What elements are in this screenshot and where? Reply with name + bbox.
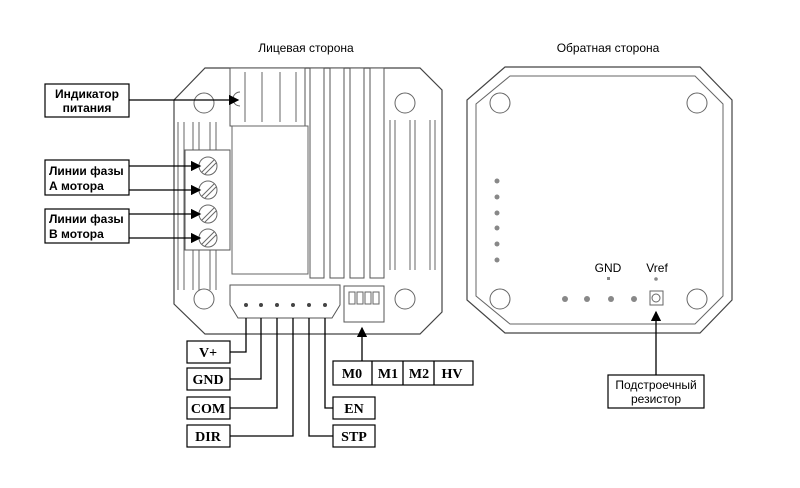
- trimmer-resistor-icon: [649, 290, 664, 306]
- mount-hole: [394, 92, 416, 114]
- mount-hole: [394, 288, 416, 310]
- svg-text:Линии фазы: Линии фазы: [49, 212, 124, 226]
- mount-hole: [193, 92, 215, 114]
- pin-label-stp: STP: [308, 318, 376, 448]
- svg-text:DIR: DIR: [195, 430, 222, 445]
- back-side-title: Обратная сторона: [557, 41, 660, 55]
- mount-hole: [489, 288, 511, 310]
- gnd-label: GND: [595, 261, 622, 275]
- svg-text:В мотора: В мотора: [49, 227, 104, 241]
- svg-text:EN: EN: [344, 402, 363, 417]
- svg-text:M0: M0: [342, 367, 362, 382]
- pin-label-vplus: V+: [186, 318, 247, 364]
- front-side-title: Лицевая сторона: [258, 41, 354, 55]
- pin-label-dir: DIR: [186, 318, 294, 448]
- svg-text:Индикатор: Индикатор: [55, 87, 119, 101]
- svg-text:Линии фазы: Линии фазы: [49, 164, 124, 178]
- svg-text:COM: COM: [191, 402, 225, 417]
- callout-phase-a: Линии фазы А мотора: [44, 159, 202, 196]
- vref-test-point: [654, 277, 658, 281]
- svg-text:M1: M1: [378, 367, 398, 382]
- back-driver-body: [466, 66, 733, 334]
- mount-hole: [686, 92, 708, 114]
- pin-label-com: COM: [186, 318, 278, 420]
- svg-text:питания: питания: [63, 101, 112, 115]
- gnd-test-point: [607, 277, 610, 280]
- front-driver-body: [173, 67, 443, 335]
- svg-text:А мотора: А мотора: [49, 179, 104, 193]
- callout-phase-b: Линии фазы В мотора: [44, 208, 202, 244]
- callout-power-indicator: Индикатор питания: [44, 83, 240, 118]
- mount-hole: [489, 92, 511, 114]
- dip-switch-labels: M0 M1 M2 HV: [332, 326, 474, 386]
- svg-text:M2: M2: [409, 367, 429, 382]
- pin-label-gnd: GND: [186, 318, 262, 391]
- mount-hole: [686, 288, 708, 310]
- vref-label: Vref: [646, 261, 668, 275]
- svg-text:V+: V+: [199, 346, 217, 361]
- svg-text:Подстроечный: Подстроечный: [615, 378, 696, 392]
- svg-text:HV: HV: [442, 367, 463, 382]
- svg-text:резистор: резистор: [631, 392, 681, 406]
- mount-hole: [193, 288, 215, 310]
- svg-text:GND: GND: [192, 373, 223, 388]
- motor-terminal-block: [184, 149, 231, 251]
- svg-text:STP: STP: [341, 430, 367, 445]
- signal-connector: [229, 284, 341, 319]
- callout-trimmer-resistor: Подстроечный резистор: [607, 310, 705, 409]
- pin-label-en: EN: [324, 318, 376, 420]
